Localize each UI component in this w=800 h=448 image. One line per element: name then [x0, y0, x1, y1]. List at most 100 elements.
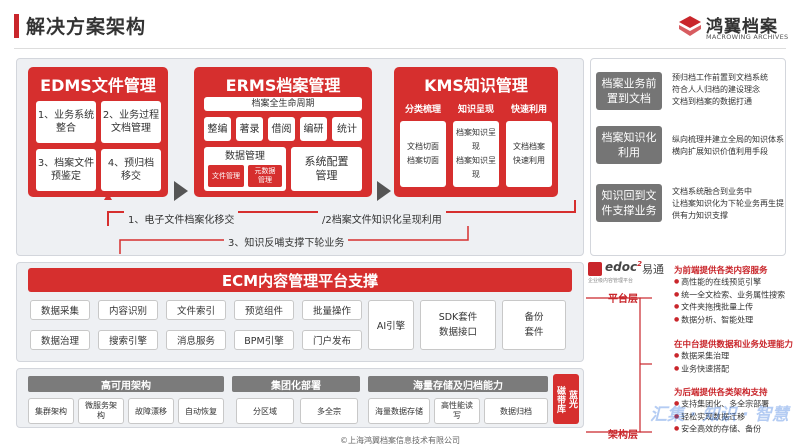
logo-text: 鸿翼档案: [706, 17, 778, 37]
flow-label-3: 3、知识反哺支撑下轮业务: [224, 234, 349, 249]
footer-copyright: ©上海鸿翼档案信息技术有限公司: [340, 435, 460, 445]
layer-label-infra: 架构层: [608, 430, 638, 441]
platform-module[interactable]: 数据治理: [30, 330, 90, 350]
layer-label-platform: 平台层: [608, 294, 638, 305]
arrow-right-icon: [377, 181, 391, 201]
kms-col-body[interactable]: 档案知识呈现 档案知识呈现: [453, 121, 499, 187]
infra-group-title: 高可用架构: [28, 376, 224, 392]
side-item: 文档到档案的数据打通: [672, 97, 752, 106]
side-item: 横向扩展知识价值利用手段: [672, 147, 768, 156]
platform-module[interactable]: 文件索引: [166, 300, 226, 320]
arrow-right-icon: [174, 181, 188, 201]
backup-module[interactable]: 备份 套件: [502, 300, 566, 350]
edoc-cn: 易通: [642, 263, 664, 276]
sdk-module[interactable]: SDK套件 数据接口: [420, 300, 496, 350]
infra-item[interactable]: 微服务架 构: [78, 398, 124, 424]
kms-box[interactable]: KMS知识管理 分类梳理 知识呈现 快速利用 文档切面 档案切面 档案知识呈现 …: [394, 67, 558, 197]
infra-item[interactable]: 故障漂移: [128, 398, 174, 424]
right-section-head: 为前端提供各类内容服务: [674, 266, 768, 276]
edms-box[interactable]: EDMS文件管理 1、业务系统 整合 2、业务过程 文档管理 3、档案文件 预鉴…: [28, 67, 168, 197]
platform-module[interactable]: 消息服务: [166, 330, 226, 350]
side-box: 知识回到文 件支撑业务: [596, 184, 662, 222]
right-item: 文件夹拖拽批量上传: [674, 301, 798, 314]
edms-cell[interactable]: 1、业务系统 整合: [36, 101, 96, 143]
kms-col-head: 知识呈现: [457, 104, 494, 115]
right-item: 统一全文检索、业务属性搜索: [674, 289, 798, 302]
right-item: 支持集团化、多全宗部署: [674, 398, 798, 411]
platform-module[interactable]: 搜索引擎: [98, 330, 158, 350]
erms-op[interactable]: 整编: [204, 117, 231, 141]
right-section: 在中台提供数据和业务处理能力 数据采集治理 业务快速搭配: [674, 338, 798, 375]
page-title: 解决方案架构: [26, 16, 147, 38]
right-section-head: 在中台提供数据和业务处理能力: [674, 340, 794, 350]
infra-item[interactable]: 海量数据存储: [368, 398, 430, 424]
header-divider: [14, 48, 786, 49]
erms-op[interactable]: 著录: [236, 117, 263, 141]
title-accent: [14, 14, 19, 38]
side-box: 档案知识化 利用: [596, 126, 662, 164]
ecm-title: ECM内容管理平台支撑: [28, 268, 572, 292]
erms-lifecycle: 档案全生命周期: [204, 97, 362, 111]
infra-group-title: 海量存储及归档能力: [368, 376, 548, 392]
infra-item[interactable]: 分区域: [236, 398, 294, 424]
side-item: 纵向梳理并建立全局的知识体系: [672, 135, 784, 144]
infra-item[interactable]: 高性能读 写: [434, 398, 480, 424]
platform-module[interactable]: BPM引擎: [234, 330, 294, 350]
layer-bracket: [586, 297, 652, 433]
edoc-brand: edoc2: [605, 260, 642, 274]
platform-module[interactable]: 预览组件: [234, 300, 294, 320]
data-mgmt-label: 数据管理: [225, 150, 265, 162]
side-item: 预归档工作前置到文档系统: [672, 73, 768, 82]
edoc-sub: 企业级内容管理平台: [588, 278, 634, 284]
platform-module[interactable]: 批量操作: [302, 300, 362, 320]
logo-subtext: MACROWING ARCHIVES: [706, 33, 789, 41]
file-mgmt-chip[interactable]: 文件管理: [208, 165, 244, 187]
right-item: 高性能的在线预览引擎: [674, 276, 798, 289]
benefits-panel: [590, 58, 786, 256]
side-item: 符合人人归档的建设理念: [672, 85, 760, 94]
erms-op[interactable]: 借阅: [268, 117, 295, 141]
platform-module[interactable]: 门户发布: [302, 330, 362, 350]
kms-col-body[interactable]: 文档切面 档案切面: [400, 121, 446, 187]
edoc-super: 2: [637, 260, 642, 268]
erms-title: ERMS档案管理: [225, 76, 341, 95]
kms-col-head: 分类梳理: [404, 104, 441, 115]
ai-engine[interactable]: AI引擎: [368, 300, 414, 350]
kms-col-head: 快速利用: [510, 104, 547, 115]
right-item: 数据分析、智能处理: [674, 314, 798, 327]
bluray-library[interactable]: 蓝光 磁带库: [553, 374, 579, 424]
edms-title: EDMS文件管理: [40, 76, 156, 95]
right-item: 安全高效的存储、备份: [674, 423, 798, 436]
logo-icon: [679, 16, 701, 36]
side-item: 文档系统融合到业务中: [672, 187, 752, 196]
flow-label-2: /2档案文件知识化呈现利用: [318, 211, 446, 226]
erms-op[interactable]: 编研: [300, 117, 327, 141]
flow-label-1: 1、电子文件档案化移交: [124, 211, 239, 226]
kms-col-body[interactable]: 文档档案 快速利用: [506, 121, 552, 187]
platform-module[interactable]: 数据采集: [30, 300, 90, 320]
side-item: 让档案知识化为下轮业务再生提供有力知识支撑: [672, 199, 784, 220]
edms-cell[interactable]: 4、预归档 移交: [101, 149, 161, 191]
infra-item[interactable]: 集群架构: [28, 398, 74, 424]
side-list: 纵向梳理并建立全局的知识体系 横向扩展知识价值利用手段: [672, 134, 784, 158]
infra-group-title: 集团化部署: [232, 376, 360, 392]
edms-cell[interactable]: 2、业务过程 文档管理: [101, 101, 161, 143]
infra-item[interactable]: 多全宗: [300, 398, 358, 424]
erms-config[interactable]: 系统配置 管理: [291, 147, 362, 191]
side-list: 文档系统融合到业务中 让档案知识化为下轮业务再生提供有力知识支撑: [672, 186, 784, 222]
watermark: 汇集 · 知识 · 智慧: [650, 405, 789, 425]
platform-module[interactable]: 内容识别: [98, 300, 158, 320]
infra-item[interactable]: 数据归档: [484, 398, 548, 424]
right-section: 为前端提供各类内容服务 高性能的在线预览引擎 统一全文检索、业务属性搜索 文件夹…: [674, 264, 798, 326]
right-section: 为后端提供各类架构支持 支持集团化、多全宗部署 轻松实现数据迁移 安全高效的存储…: [674, 386, 798, 436]
side-box: 档案业务前 置到文档: [596, 72, 662, 110]
meta-mgmt-chip[interactable]: 元数据 管理: [248, 165, 282, 187]
side-list: 预归档工作前置到文档系统 符合人人归档的建设理念 文档到档案的数据打通: [672, 72, 784, 108]
flow-arrows: [104, 196, 576, 254]
infra-item[interactable]: 自动恢复: [178, 398, 224, 424]
edms-cell[interactable]: 3、档案文件 预鉴定: [36, 149, 96, 191]
erms-box[interactable]: ERMS档案管理 档案全生命周期 整编 著录 借阅 编研 统计 数据管理 文件管…: [194, 67, 372, 197]
edoc-brand-text: edoc: [605, 260, 638, 274]
erms-op[interactable]: 统计: [332, 117, 362, 141]
erms-data-mgmt[interactable]: 数据管理 文件管理 元数据 管理: [204, 147, 286, 191]
